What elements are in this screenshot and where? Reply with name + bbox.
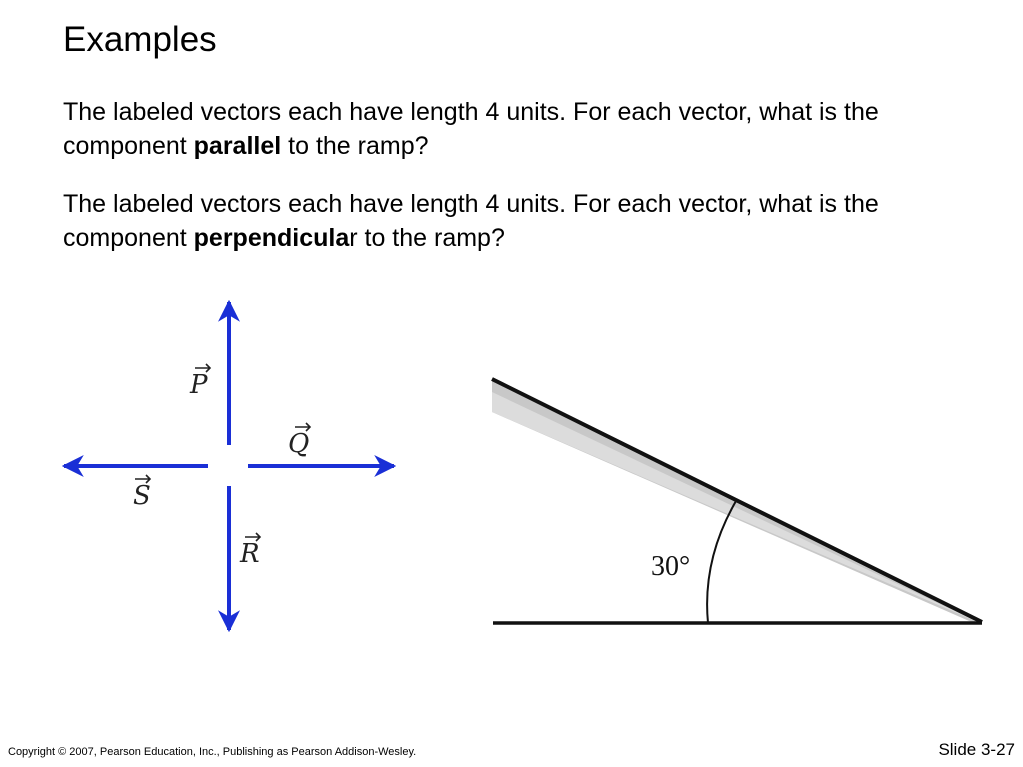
- vector-r-accent-icon: [245, 532, 262, 542]
- vector-q-accent-icon: [295, 422, 312, 432]
- angle-label: 30°: [651, 551, 690, 582]
- ramp: 30°: [491, 377, 983, 625]
- vector-r-label: R: [239, 539, 260, 569]
- vector-s-label: S: [133, 481, 151, 511]
- question-parallel-tail: to the ramp?: [281, 132, 429, 160]
- question-parallel-text: The labeled vectors each have length 4 u…: [63, 98, 879, 160]
- vector-arrows: [61, 299, 397, 633]
- question-parallel-emphasis: parallel: [193, 132, 282, 160]
- ramp-surface: [491, 377, 983, 624]
- angle-arc: [706, 500, 737, 624]
- question-perpendicular-tail: r to the ramp?: [349, 224, 505, 252]
- question-perpendicular: The labeled vectors each have length 4 u…: [63, 187, 963, 255]
- slide-title: Examples: [63, 20, 217, 59]
- slide-number: Slide 3-27: [938, 740, 1015, 759]
- vector-labels: P Q R S: [133, 363, 312, 569]
- ramp-shading-light: [492, 392, 980, 623]
- question-parallel: The labeled vectors each have length 4 u…: [63, 95, 963, 163]
- question-perpendicular-text: The labeled vectors each have length 4 u…: [63, 190, 879, 252]
- vector-p-accent-icon: [195, 363, 212, 373]
- vector-s-accent-icon: [135, 474, 152, 484]
- question-perpendicular-emphasis: perpendicula: [193, 224, 350, 252]
- copyright-notice: Copyright © 2007, Pearson Education, Inc…: [8, 746, 417, 758]
- vector-p-label: P: [189, 370, 208, 400]
- vector-q-label: Q: [288, 429, 309, 459]
